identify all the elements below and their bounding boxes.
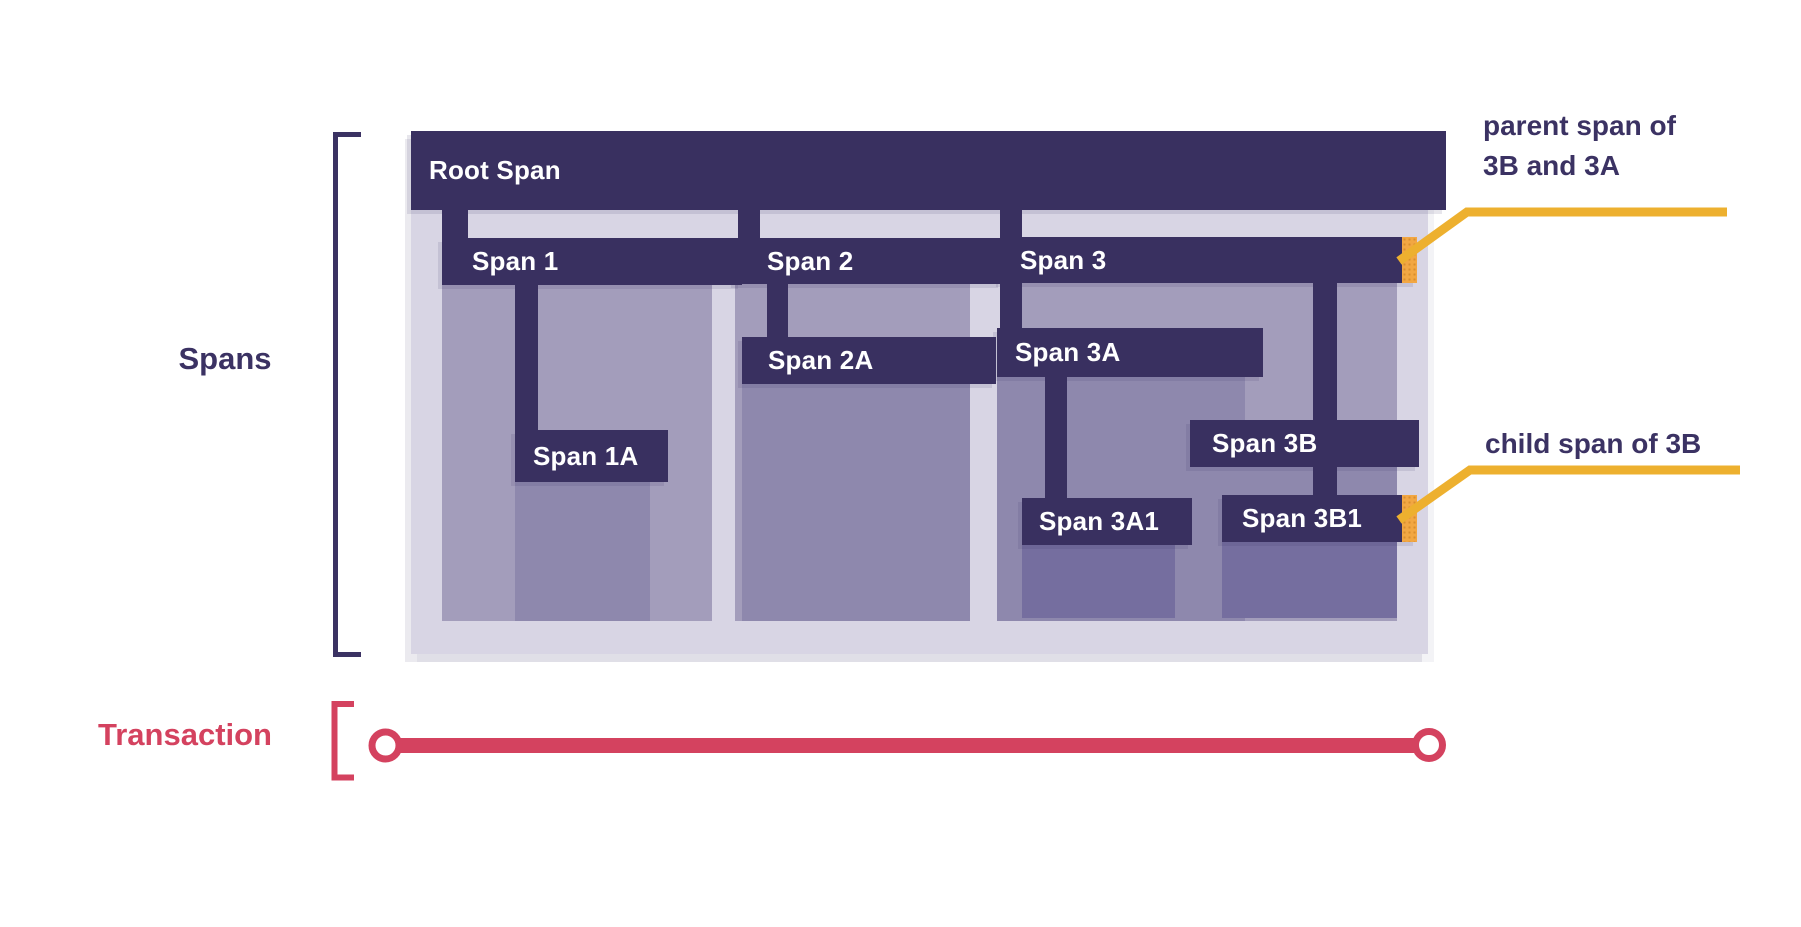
span-label-3: Span 3 <box>1020 244 1107 275</box>
parent-span-marker <box>1402 237 1417 283</box>
parent-span-annotation: parent span of 3B and 3A <box>1483 106 1676 186</box>
span-label-3a: Span 3A <box>1015 337 1121 367</box>
span-bar-root: Root Span <box>411 131 1446 210</box>
child-annotation-leader-line <box>1396 465 1740 524</box>
connector-span2-to-span2a <box>767 284 788 338</box>
spans-bracket <box>333 132 361 657</box>
span3b1-duration-block <box>1222 542 1397 618</box>
transaction-end-point <box>1412 728 1446 762</box>
connector-root-to-span1 <box>442 210 468 239</box>
span-bar-1a: Span 1A <box>515 430 668 482</box>
span-label-3b: Span 3B <box>1212 428 1318 458</box>
connector-root-to-span3 <box>1000 210 1022 238</box>
transaction-label: Transaction <box>98 717 272 752</box>
span-bar-3a1: Span 3A1 <box>1022 498 1192 545</box>
parent-span-annotation-line2: 3B and 3A <box>1483 150 1620 181</box>
span-bar-3b: Span 3B <box>1190 420 1419 467</box>
span-label-root: Root Span <box>429 155 561 185</box>
span1a-duration-block <box>515 482 650 621</box>
span3a1-duration-block <box>1022 545 1175 618</box>
parent-annotation-leader-line <box>1396 207 1727 265</box>
span-bar-2: Span 2 <box>735 238 1002 284</box>
child-span-annotation: child span of 3B <box>1485 428 1702 459</box>
connector-span3-to-span3b <box>1313 283 1337 421</box>
transaction-start-point <box>368 728 403 763</box>
span-label-1: Span 1 <box>472 246 559 276</box>
parent-span-annotation-line1: parent span of <box>1483 110 1676 141</box>
transaction-bracket <box>331 701 354 781</box>
connector-span3b-to-span3b1 <box>1313 467 1337 496</box>
connector-span3a-to-span3a1 <box>1045 377 1067 499</box>
connector-root-to-span2 <box>738 210 760 239</box>
span-label-2: Span 2 <box>767 245 854 276</box>
connector-span3-to-span3a <box>1000 283 1022 329</box>
connector-span1-to-span1a <box>515 285 538 431</box>
span-bar-2a: Span 2A <box>742 337 996 384</box>
span-label-1a: Span 1A <box>533 440 639 471</box>
span-bar-3a: Span 3A <box>997 328 1263 377</box>
span-label-3b1: Span 3B1 <box>1242 503 1363 533</box>
span-label-2a: Span 2A <box>768 345 874 375</box>
child-span-marker <box>1402 495 1417 542</box>
span-bar-1: Span 1 <box>442 238 742 285</box>
spans-label: Spans <box>178 341 272 376</box>
span-bar-3: Span 3 <box>1000 237 1417 283</box>
span2a-duration-block <box>742 384 970 621</box>
span-bar-3b1: Span 3B1 <box>1222 495 1417 542</box>
span-label-3a1: Span 3A1 <box>1039 506 1160 536</box>
